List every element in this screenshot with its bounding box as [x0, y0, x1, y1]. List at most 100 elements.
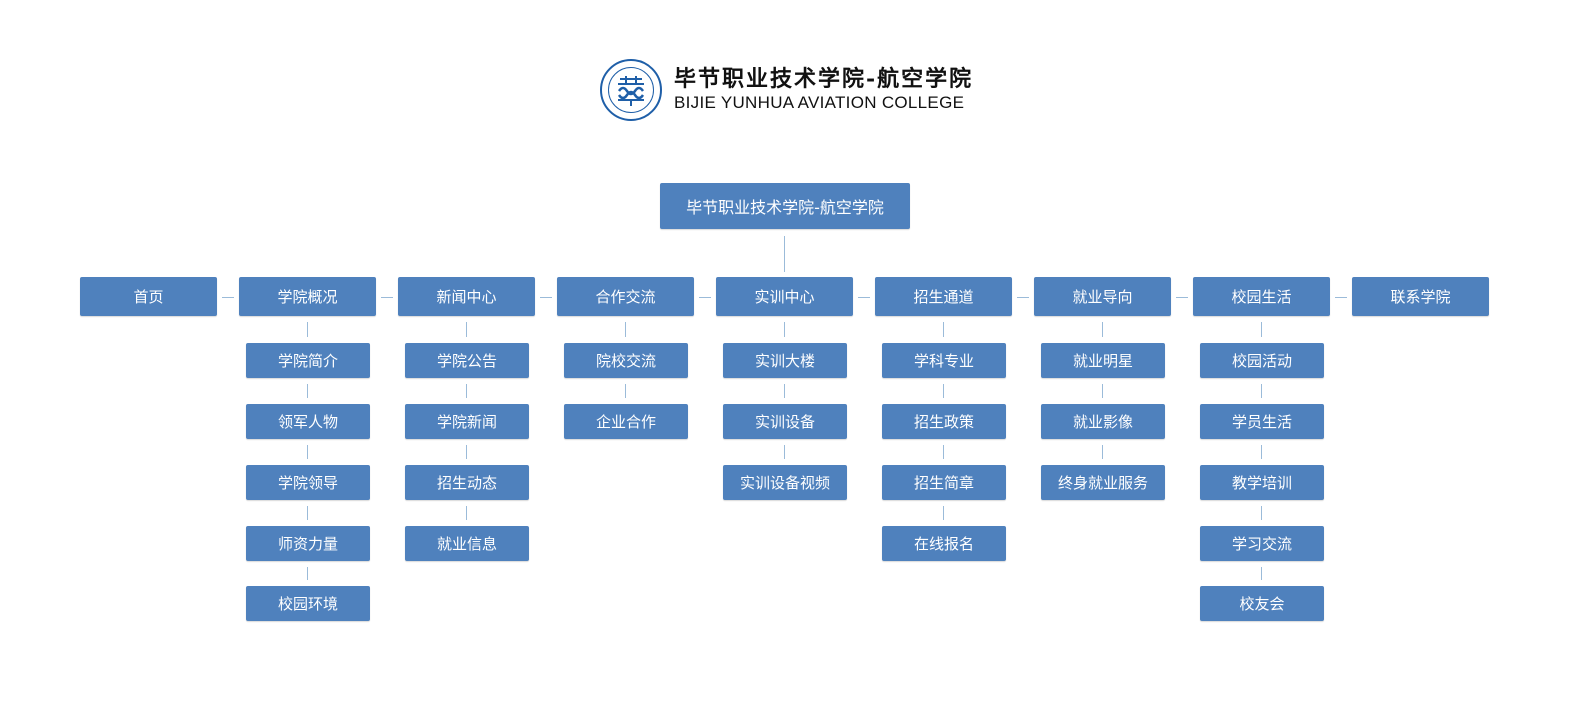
- sub-nav-item[interactable]: 就业信息: [405, 526, 529, 561]
- sub-nav-item[interactable]: 学院新闻: [405, 404, 529, 439]
- connector-line: [307, 384, 308, 398]
- sub-nav-item[interactable]: 校友会: [1200, 586, 1324, 621]
- root-node-label: 毕节职业技术学院-航空学院: [686, 198, 884, 217]
- connector-line: [1261, 384, 1262, 398]
- sub-nav-item-label: 学院领导: [277, 474, 338, 492]
- nav-item-label: 就业导向: [1072, 288, 1133, 306]
- connector-line: [307, 322, 308, 337]
- nav-item-label: 学院概况: [277, 288, 338, 306]
- sub-nav-item[interactable]: 招生简章: [882, 465, 1006, 500]
- sub-nav-item-label: 学院新闻: [436, 413, 497, 431]
- connector-line: [1102, 445, 1103, 459]
- sub-nav-item-label: 学院简介: [277, 352, 338, 370]
- sub-nav-item-label: 招生动态: [436, 474, 497, 492]
- nav-item-label: 校园生活: [1231, 288, 1292, 306]
- sub-nav-item[interactable]: 校园活动: [1200, 343, 1324, 378]
- sub-nav-item-label: 企业合作: [595, 413, 656, 431]
- connector-line: [784, 322, 785, 337]
- sub-nav-item-label: 就业信息: [436, 535, 497, 553]
- connector-line: [540, 297, 552, 298]
- sub-nav-item[interactable]: 师资力量: [246, 526, 370, 561]
- sub-nav-item[interactable]: 招生动态: [405, 465, 529, 500]
- sub-nav-item[interactable]: 在线报名: [882, 526, 1006, 561]
- nav-item-employment[interactable]: 就业导向: [1034, 277, 1171, 316]
- sub-nav-item-label: 学员生活: [1231, 413, 1292, 431]
- sub-nav-item[interactable]: 学员生活: [1200, 404, 1324, 439]
- nav-item-training[interactable]: 实训中心: [716, 277, 853, 316]
- sub-nav-item[interactable]: 学院公告: [405, 343, 529, 378]
- sub-nav-item[interactable]: 院校交流: [564, 343, 688, 378]
- connector-line: [784, 445, 785, 459]
- connector-line: [466, 506, 467, 520]
- connector-line: [858, 297, 870, 298]
- nav-item-label: 新闻中心: [436, 288, 497, 306]
- connector-line: [943, 445, 944, 459]
- connector-line: [1261, 506, 1262, 520]
- nav-item-admission[interactable]: 招生通道: [875, 277, 1012, 316]
- sub-nav-item-label: 学科专业: [913, 352, 974, 370]
- sub-nav-item[interactable]: 实训设备视频: [723, 465, 847, 500]
- connector-line: [466, 384, 467, 398]
- nav-item-label: 联系学院: [1390, 288, 1451, 306]
- connector-line: [784, 236, 785, 272]
- nav-item-home[interactable]: 首页: [80, 277, 217, 316]
- connector-line: [943, 384, 944, 398]
- connector-line: [943, 322, 944, 337]
- nav-item-news[interactable]: 新闻中心: [398, 277, 535, 316]
- connector-line: [466, 322, 467, 337]
- nav-item-contact[interactable]: 联系学院: [1352, 277, 1489, 316]
- sub-nav-item[interactable]: 教学培训: [1200, 465, 1324, 500]
- sub-nav-item[interactable]: 就业影像: [1041, 404, 1165, 439]
- nav-item-about[interactable]: 学院概况: [239, 277, 376, 316]
- sub-nav-item[interactable]: 学院领导: [246, 465, 370, 500]
- sub-nav-item[interactable]: 就业明星: [1041, 343, 1165, 378]
- nav-item-campus-life[interactable]: 校园生活: [1193, 277, 1330, 316]
- nav-item-cooperation[interactable]: 合作交流: [557, 277, 694, 316]
- connector-line: [1102, 384, 1103, 398]
- nav-item-label: 招生通道: [913, 288, 974, 306]
- sub-nav-item-label: 师资力量: [277, 535, 338, 553]
- logo-title-en: BIJIE YUNHUA AVIATION COLLEGE: [674, 93, 965, 112]
- connector-line: [1261, 322, 1262, 337]
- sub-nav-item-label: 招生简章: [913, 474, 974, 492]
- sub-nav-item[interactable]: 学习交流: [1200, 526, 1324, 561]
- sub-nav-item-label: 教学培训: [1231, 474, 1292, 492]
- connector-line: [1335, 297, 1347, 298]
- sub-nav-item-label: 就业明星: [1072, 352, 1133, 370]
- connector-line: [222, 297, 234, 298]
- connector-line: [625, 322, 626, 337]
- connector-line: [381, 297, 393, 298]
- sub-nav-item[interactable]: 学院简介: [246, 343, 370, 378]
- college-logo: 毕节职业技术学院-航空学院 BIJIE YUNHUA AVIATION COLL…: [600, 57, 973, 123]
- sub-nav-item[interactable]: 实训设备: [723, 404, 847, 439]
- nav-item-label: 首页: [133, 288, 164, 306]
- sub-nav-item-label: 实训设备: [754, 413, 815, 431]
- sub-nav-item-label: 招生政策: [913, 413, 974, 431]
- sub-nav-item[interactable]: 学科专业: [882, 343, 1006, 378]
- nav-item-label: 实训中心: [754, 288, 815, 306]
- sub-nav-item-label: 在线报名: [913, 535, 974, 553]
- sub-nav-item-label: 实训设备视频: [739, 474, 830, 492]
- sub-nav-item[interactable]: 实训大楼: [723, 343, 847, 378]
- connector-line: [1176, 297, 1188, 298]
- sub-nav-item[interactable]: 校园环境: [246, 586, 370, 621]
- sub-nav-item[interactable]: 企业合作: [564, 404, 688, 439]
- sub-nav-item[interactable]: 终身就业服务: [1041, 465, 1165, 500]
- sub-nav-item[interactable]: 招生政策: [882, 404, 1006, 439]
- sub-nav-item[interactable]: 领军人物: [246, 404, 370, 439]
- college-emblem-icon: [600, 59, 662, 121]
- connector-line: [943, 506, 944, 520]
- connector-line: [1102, 322, 1103, 337]
- sub-nav-item-label: 校友会: [1239, 595, 1285, 613]
- nav-item-label: 合作交流: [595, 288, 656, 306]
- connector-line: [307, 445, 308, 459]
- sub-nav-item-label: 学习交流: [1231, 535, 1292, 553]
- sub-nav-item-label: 院校交流: [595, 352, 656, 370]
- sub-nav-item-label: 校园活动: [1231, 352, 1292, 370]
- connector-line: [307, 567, 308, 580]
- connector-line: [1261, 567, 1262, 580]
- sub-nav-item-label: 就业影像: [1072, 413, 1133, 431]
- connector-line: [1261, 445, 1262, 459]
- sub-nav-item-label: 终身就业服务: [1057, 474, 1148, 492]
- root-node[interactable]: 毕节职业技术学院-航空学院: [660, 183, 910, 229]
